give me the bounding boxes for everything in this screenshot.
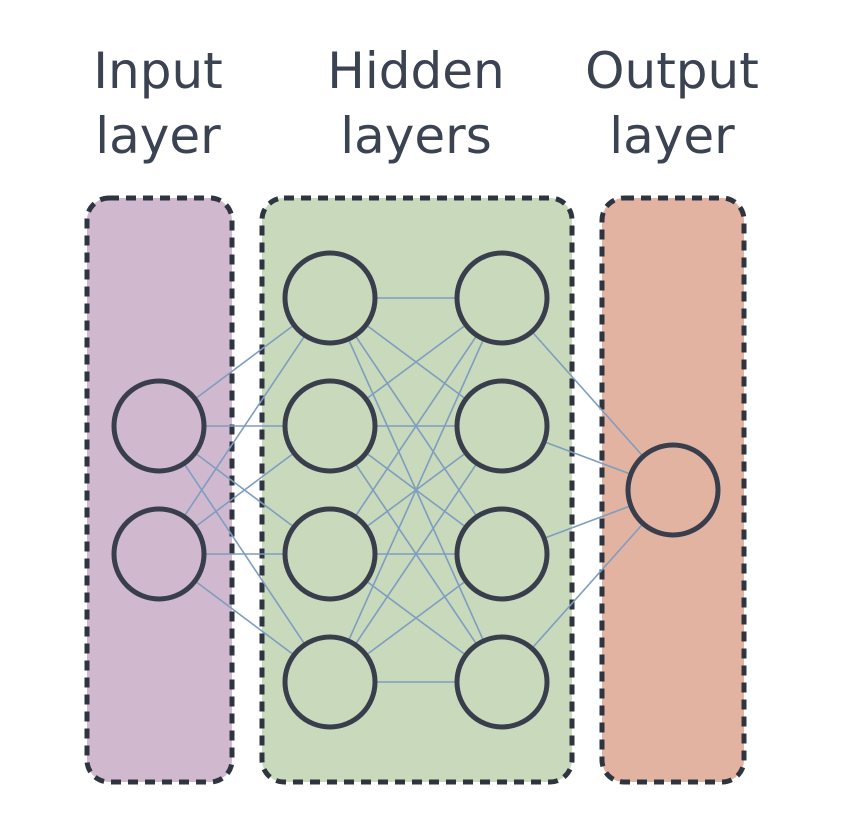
hidden1-node-3	[282, 506, 378, 602]
hidden2-node-2	[454, 378, 550, 474]
input-node-2	[111, 506, 207, 602]
edge-input-2-to-hidden1-4	[194, 580, 295, 656]
edge-hidden1-4-to-hidden2-1	[347, 338, 485, 642]
edge-input-2-to-hidden1-2	[194, 452, 295, 528]
edge-hidden1-4-to-hidden2-2	[354, 462, 478, 646]
hidden2-node-1	[454, 250, 550, 346]
hidden1-node-1	[282, 250, 378, 346]
input-layer-title-line1: Input	[93, 42, 222, 100]
input-layer-title-line2: layer	[95, 107, 221, 165]
input-node-1	[111, 378, 207, 474]
edge-hidden2-4-to-output-1	[531, 523, 644, 649]
hidden2-node-4	[454, 634, 550, 730]
hidden1-node-4	[282, 634, 378, 730]
hidden1-node-2	[282, 378, 378, 474]
edge-hidden2-1-to-output-1	[531, 331, 644, 457]
hidden-layer-title-line1: Hidden	[327, 42, 504, 100]
edge-input-1-to-hidden1-1	[194, 324, 295, 400]
edge-hidden1-3-to-hidden2-1	[354, 334, 478, 518]
output-node-1	[625, 442, 721, 538]
output-layer-box	[599, 195, 747, 785]
connections	[183, 297, 644, 683]
edge-input-2-to-hidden1-1	[183, 334, 306, 518]
neurons	[111, 250, 721, 730]
output-layer-title-line2: layer	[609, 107, 735, 165]
edge-hidden2-2-to-output-1	[543, 441, 632, 475]
output-layer-title-line1: Output	[585, 42, 759, 100]
hidden2-node-3	[454, 506, 550, 602]
hidden-layer-title-line2: layers	[340, 107, 492, 165]
input-layer-box	[84, 195, 235, 785]
edge-hidden1-4-to-hidden2-3	[365, 580, 467, 656]
edge-hidden2-3-to-output-1	[543, 505, 632, 539]
edge-hidden1-2-to-hidden2-1	[365, 324, 467, 400]
